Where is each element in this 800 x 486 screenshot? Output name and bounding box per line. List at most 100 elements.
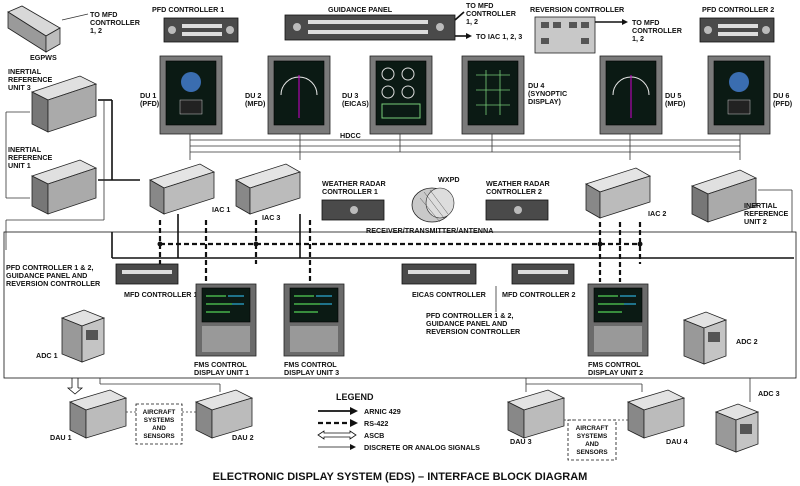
fms-cdu-2 <box>587 283 649 357</box>
display-unit-3 <box>369 55 433 135</box>
wx-ctrl-2-line2: CONTROLLER 2 <box>486 187 542 196</box>
pfd-controller-2-label: PFD CONTROLLER 2 <box>702 5 774 14</box>
eicas-controller <box>401 263 477 285</box>
display-unit-6 <box>707 55 771 135</box>
to-mfd-1-line2: CONTROLLER <box>90 18 141 27</box>
pfd-note-right-line3: REVERSION CONTROLLER <box>426 327 521 336</box>
fms-cdu-1 <box>195 283 257 357</box>
pfd-controller-1 <box>163 17 239 43</box>
du4-label-line1: DU 4 <box>528 81 544 90</box>
reversion-controller <box>534 16 596 54</box>
iru1-label-line3: UNIT 1 <box>8 161 31 170</box>
iac-3 <box>235 163 301 215</box>
display-unit-2 <box>267 55 331 135</box>
to-mfd-3-line3: 1, 2 <box>632 34 644 43</box>
fms1-label-line1: FMS CONTROL <box>194 360 247 369</box>
du3-label-line1: DU 3 <box>342 91 358 100</box>
egpws-label: EGPWS <box>30 53 57 62</box>
dau-1 <box>68 389 128 439</box>
iac3-label: IAC 3 <box>262 213 280 222</box>
iac-2 <box>585 167 651 219</box>
rta-label: RECEIVER/TRANSMITTER/ANTENNA <box>366 226 493 235</box>
fms3-label-line1: FMS CONTROL <box>284 360 337 369</box>
display-unit-4 <box>461 55 525 135</box>
du5-label-line1: DU 5 <box>665 91 681 100</box>
wx-ctrl-2-line1: WEATHER RADAR <box>486 179 551 188</box>
du1-label-line1: DU 1 <box>140 91 156 100</box>
iru1-label-line2: REFERENCE <box>8 153 53 162</box>
mfd-controller-1 <box>115 263 179 285</box>
fms2-label-line1: FMS CONTROL <box>588 360 641 369</box>
to-mfd-3-line1: TO MFD <box>632 18 659 27</box>
weather-radar-controller-2 <box>485 199 549 221</box>
iru-3 <box>30 75 98 133</box>
dau-3 <box>506 389 566 439</box>
wxpd-label: WXPD <box>438 175 460 184</box>
hdcc-label: HDCC <box>340 131 361 140</box>
pfd-note-left-line3: REVERSION CONTROLLER <box>6 279 101 288</box>
mfd-controller-1-label: MFD CONTROLLER 1 <box>124 290 197 299</box>
pfd-note-right-line2: GUIDANCE PANEL AND <box>426 319 507 328</box>
fms-cdu-3 <box>283 283 345 357</box>
eicas-controller-label: EICAS CONTROLLER <box>412 290 487 299</box>
sensors-left-line2: SYSTEMS <box>144 417 175 424</box>
adc-1 <box>60 309 106 363</box>
to-mfd-2-line1: TO MFD <box>466 1 493 10</box>
adc1-label: ADC 1 <box>36 351 58 360</box>
du5-label-line2: (MFD) <box>665 99 686 108</box>
du3-label-line2: (EICAS) <box>342 99 369 108</box>
iru1-label-line1: INERTIAL <box>8 145 42 154</box>
sensors-box-left: AIRCRAFT SYSTEMS AND SENSORS <box>135 403 183 445</box>
legend-discrete: DISCRETE OR ANALOG SIGNALS <box>364 443 480 452</box>
du4-label-line2: (SYNOPTIC <box>528 89 567 98</box>
adc-3 <box>714 403 760 453</box>
du6-label-line1: DU 6 <box>773 91 789 100</box>
sensors-left-line1: AIRCRAFT <box>143 409 176 416</box>
reversion-controller-label: REVERSION CONTROLLER <box>530 5 625 14</box>
lower-system-frame <box>3 231 797 379</box>
iru3-label-line1: INERTIAL <box>8 67 42 76</box>
mfd-controller-2 <box>511 263 575 285</box>
adc-2 <box>682 311 728 365</box>
legend-rs422: RS-422 <box>364 419 388 428</box>
pfd-controller-2 <box>699 17 775 43</box>
display-unit-1 <box>159 55 223 135</box>
iac-1 <box>149 163 215 215</box>
display-unit-5 <box>599 55 663 135</box>
fms1-label-line2: DISPLAY UNIT 1 <box>194 368 249 377</box>
hdcc-bus <box>189 134 741 160</box>
dau2-label: DAU 2 <box>232 433 254 442</box>
pfd-note-right-line1: PFD CONTROLLER 1 & 2, <box>426 311 513 320</box>
dau-4 <box>626 389 686 439</box>
fms3-label-line2: DISPLAY UNIT 3 <box>284 368 339 377</box>
pfd-controller-1-label: PFD CONTROLLER 1 <box>152 5 224 14</box>
iru3-label-line3: UNIT 3 <box>8 83 31 92</box>
to-mfd-1-line3: 1, 2 <box>90 26 102 35</box>
sensors-left-line3: AND <box>152 425 166 432</box>
sensors-box-right: AIRCRAFT SYSTEMS AND SENSORS <box>567 419 617 461</box>
iru2-label-line1: INERTIAL <box>744 201 778 210</box>
dau4-label: DAU 4 <box>666 437 688 446</box>
du2-label-line2: (MFD) <box>245 99 266 108</box>
fms2-label-line2: DISPLAY UNIT 2 <box>588 368 643 377</box>
iru-2 <box>690 169 758 223</box>
sensors-right-line2: SYSTEMS <box>577 433 608 440</box>
adc2-label: ADC 2 <box>736 337 758 346</box>
sensors-right-line1: AIRCRAFT <box>576 425 609 432</box>
wx-ctrl-1-line2: CONTROLLER 1 <box>322 187 378 196</box>
du6-label-line2: (PFD) <box>773 99 793 108</box>
to-iac-label: TO IAC 1, 2, 3 <box>476 32 522 41</box>
to-mfd-3-line2: CONTROLLER <box>632 26 683 35</box>
to-mfd-2-line2: CONTROLLER <box>466 9 517 18</box>
wxpd-antenna <box>411 187 455 223</box>
wx-ctrl-1-line1: WEATHER RADAR <box>322 179 387 188</box>
iru2-label-line2: REFERENCE <box>744 209 789 218</box>
sensors-right-line3: AND <box>585 441 599 448</box>
du1-label-line2: (PFD) <box>140 99 160 108</box>
legend-arinc: ARNIC 429 <box>364 407 401 416</box>
du2-label-line1: DU 2 <box>245 91 261 100</box>
sensors-right-line4: SENSORS <box>576 449 608 456</box>
legend-ascb: ASCB <box>364 431 384 440</box>
iru3-label-line2: REFERENCE <box>8 75 53 84</box>
